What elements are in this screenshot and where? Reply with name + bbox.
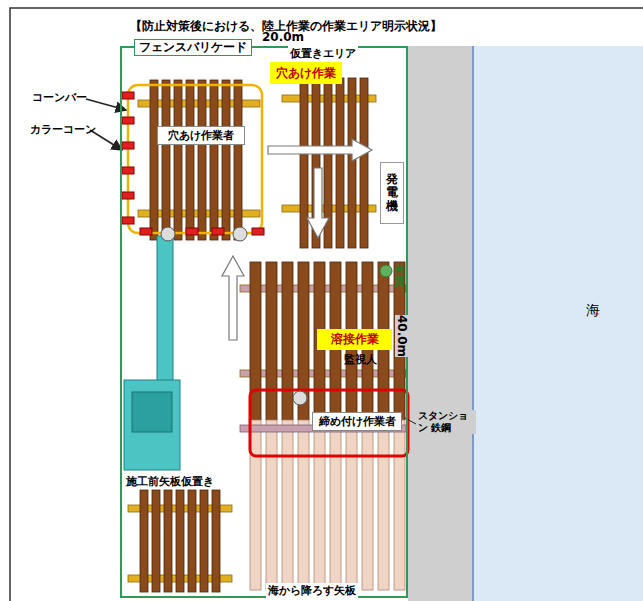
pile-part [346,420,357,590]
color-cone [140,228,152,235]
node-text: 発電機 [386,173,398,213]
color-cone [122,92,134,99]
stanchion-area [250,390,408,456]
pile-part [140,490,148,592]
pile-part [186,80,194,240]
drill-machine-mast [157,236,173,382]
annotation-label: スタンション 鉄鋼 [418,410,476,434]
pile-part [336,78,344,248]
annotation-label: 仮置きエリア [288,46,358,61]
pile-part [174,80,182,240]
pile-part [176,490,184,592]
pile-part [360,78,368,248]
drill-machine-cab [132,392,172,432]
sheet-piles [128,78,406,592]
node-text: 穴あけ作業者 [168,128,234,143]
pile-part [188,490,196,592]
pile-part [330,420,341,590]
pile-part [266,420,277,590]
annotation-label: 海から降ろす矢板 [266,583,358,598]
generator-box: 発電機 [380,162,404,224]
annotation-label: 施工前矢板仮置き [124,474,216,489]
annotation-label: コーンバー [32,90,87,105]
node-text: フェンスバリケード [134,39,252,56]
annotation-label: 台貫 [394,264,405,288]
pile-part [250,262,261,420]
worker-icon [161,227,175,241]
annotation-label: 監視人 [344,352,377,367]
pile-part [378,420,389,590]
annotation-label: 20.0m [262,30,304,44]
pile-part [198,80,206,240]
pile-part [152,490,160,592]
work-label-box: 穴あけ作業 [270,62,342,84]
pile-part [298,420,309,590]
work-label-box: 溶接作業 [317,329,392,350]
worker-box: 締め付け作業者 [312,412,402,431]
pile-part [348,78,356,248]
color-cone [122,167,134,174]
annotation-label: 40.0m [395,315,409,357]
scale-icon [380,265,392,277]
pile-part [394,420,405,590]
pile-part [362,420,373,590]
pile-part [222,80,230,240]
color-cones [122,92,264,235]
annotation-label: カラーコーン [30,122,96,137]
pile-part [250,420,261,590]
color-cone [122,142,134,149]
worker-icon [293,391,307,405]
cone-bar-area [128,85,262,233]
color-cone [212,228,224,235]
drill-machine-base [124,380,180,470]
pile-part [234,80,242,240]
sea-area: 海 [472,46,643,601]
flow-arrow [268,139,372,161]
node-text: 海 [586,302,600,320]
color-cone [122,117,134,124]
frame [10,8,643,601]
fence-barricade: フェンスバリケード穴あけ作業穴あけ作業者発電機溶接作業締め付け作業者 [120,46,408,598]
flow-arrow [307,168,329,238]
pile-part [164,490,172,592]
pile-part [212,490,220,592]
pile-part [314,420,325,590]
pile-part [210,80,218,240]
color-cone [122,192,134,199]
worker-box: 穴あけ作業者 [157,126,245,145]
color-cone [122,217,134,224]
pile-part [282,420,293,590]
node-text: 締め付け作業者 [319,414,396,429]
node-text: 穴あけ作業 [276,65,336,82]
pile-part [162,80,170,240]
quay-strip [408,46,472,601]
pile-part [200,490,208,592]
pile-part [266,262,277,420]
pile-part [300,78,308,248]
worker-icon [233,227,247,241]
flow-arrow [222,256,244,340]
color-cone [186,228,198,235]
node-text: 溶接作業 [331,331,379,348]
color-cone [252,228,264,235]
pile-part [282,262,293,420]
pile-part [150,80,158,240]
